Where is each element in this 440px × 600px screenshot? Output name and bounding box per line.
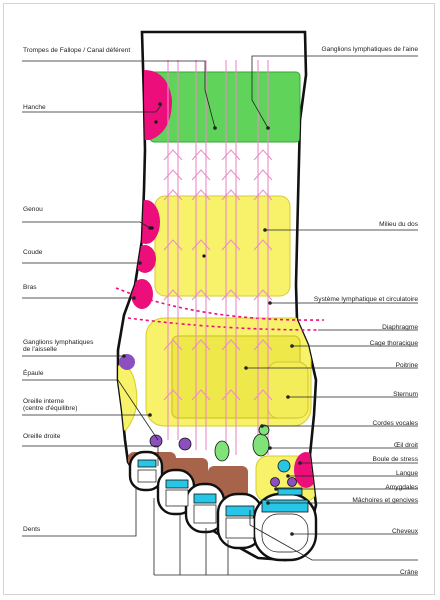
label-boule-de-stress: Boule de stress [372,456,418,463]
meridian-channels [167,60,269,455]
label-machoires: Mâchoires et gencives [352,497,418,504]
label-cage-thoracique: Cage thoracique [369,340,418,347]
label-langue: Langue [395,470,418,477]
zone-ganglions-aisselle [119,354,135,370]
label-bras: Bras [23,284,37,291]
label-systeme-lymphatique: Système lymphatique et circulatoire [313,296,418,303]
leader-lines [22,55,418,576]
label-ganglions-aisselle: Ganglions lymphatiques de l'aisselle [23,339,94,354]
zone-dots [150,120,206,258]
zone-milieu-du-dos [154,195,291,297]
label-coude: Coude [23,249,43,256]
label-sternum: Sternum [393,391,418,398]
label-epaule: Épaule [23,370,44,377]
channel-arrows [163,149,273,401]
zone-ganglions-aine [149,71,301,143]
label-diaphragme: Diaphragme [382,324,418,331]
label-genou: Genou [23,206,43,213]
label-cordes-vocales: Cordes vocales [372,420,418,427]
label-oreille-droite: Oreille droite [23,433,61,440]
page-frame [3,3,435,595]
label-poitrine: Poitrine [395,362,418,369]
label-hanche: Hanche [23,104,46,111]
label-milieu-du-dos: Milieu du dos [379,221,418,228]
line-systeme-lymphatique [115,287,325,321]
toe-zones [137,459,309,553]
label-amygdales: Amygdales [385,484,418,491]
label-oreille-interne: Oreille interne (centre d'équilibre) [23,398,78,413]
label-oeil-droit: Œil droit [393,442,418,449]
label-cheveux: Cheveux [391,528,418,535]
zone-hanche [144,70,172,140]
label-dents: Dents [23,526,41,533]
zone-bras [131,279,153,309]
label-ganglions-aine: Ganglions lymphatiques de l'aine [321,46,418,53]
label-crane: Crâne [400,569,418,576]
label-trompes: Trompes de Fallope / Canal déférent [23,47,131,54]
leader-dots [122,102,302,536]
zone-sternum [267,361,309,419]
